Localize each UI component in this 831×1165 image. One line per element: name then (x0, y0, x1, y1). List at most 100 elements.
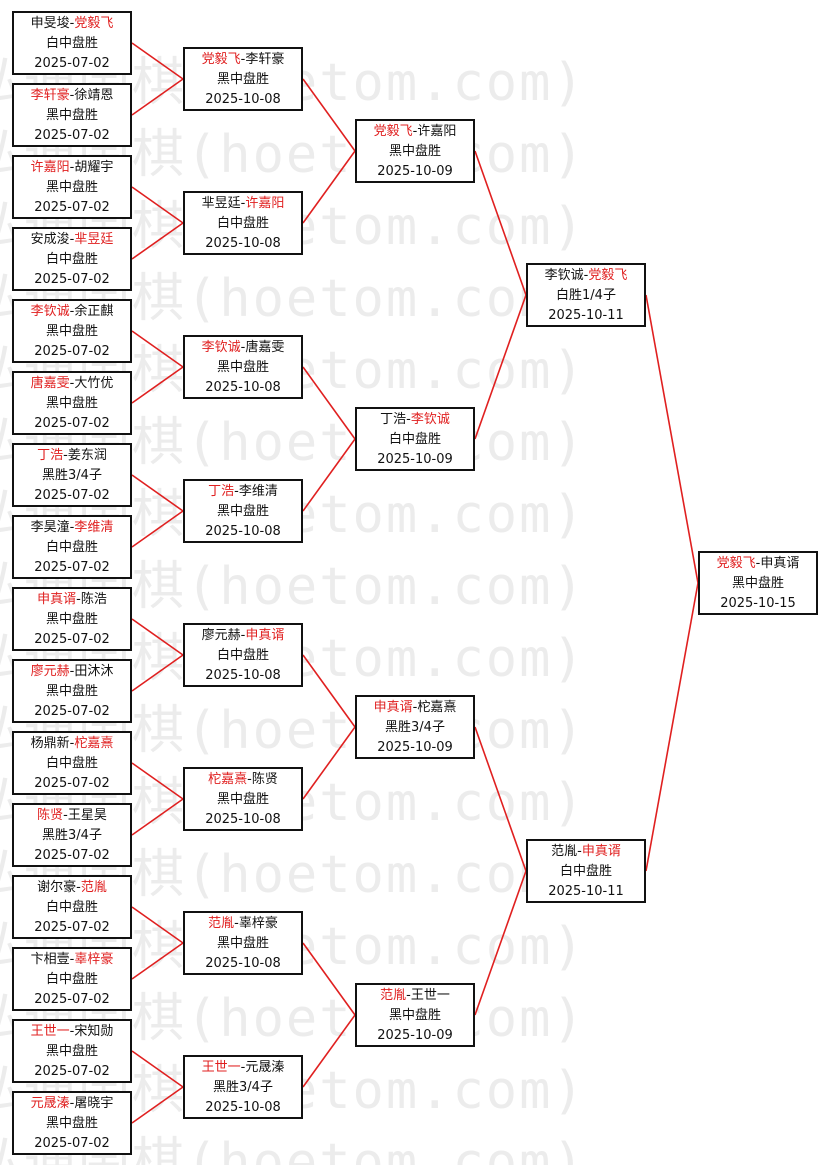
player-white: 李钦诚 (410, 412, 450, 427)
bracket-connector (131, 510, 184, 548)
match-date: 2025-07-02 (34, 128, 110, 143)
vs-dash: - (583, 268, 589, 283)
player-black: 丁浩 (208, 484, 235, 499)
match-players: 李钦诚-唐嘉雯 (185, 338, 301, 358)
match-result: 白中盘胜 (559, 864, 612, 879)
bracket-connector (474, 150, 527, 296)
match-result: 黑中盘胜 (45, 324, 98, 339)
match-result: 白中盘胜 (45, 36, 98, 51)
match-date: 2025-10-09 (377, 740, 453, 755)
bracket-connector (131, 618, 184, 656)
bracket-connector (131, 366, 184, 404)
bracket-connector (302, 654, 356, 728)
vs-dash: - (755, 556, 761, 571)
player-black: 王世一 (30, 1024, 70, 1039)
vs-dash: - (69, 88, 75, 103)
bracket-connector (302, 78, 356, 152)
match-result: 白中盘胜 (216, 648, 269, 663)
vs-dash: - (240, 196, 246, 211)
match-players: 李钦诚-余正麒 (14, 302, 130, 322)
vs-dash: - (412, 700, 418, 715)
player-black: 卞相壹 (30, 952, 70, 967)
match-date: 2025-07-02 (34, 272, 110, 287)
match-players: 党毅飞-申真谞 (700, 554, 816, 574)
match-result: 黑中盘胜 (45, 108, 98, 123)
player-white: 柁嘉熹 (417, 700, 457, 715)
player-white: 党毅飞 (74, 16, 114, 31)
match-result: 白中盘胜 (45, 972, 98, 987)
match-players: 丁浩-李维清 (185, 482, 301, 502)
match-result: 黑中盘胜 (388, 1008, 441, 1023)
match-date: 2025-10-09 (377, 164, 453, 179)
vs-dash: - (69, 1096, 75, 1111)
match-result: 黑胜3/4子 (213, 1080, 273, 1095)
player-white: 申真谞 (245, 628, 285, 643)
match-result: 白中盘胜 (45, 252, 98, 267)
player-black: 柁嘉熹 (208, 772, 248, 787)
match-result: 白中盘胜 (388, 432, 441, 447)
match-result: 黑中盘胜 (216, 504, 269, 519)
vs-dash: - (69, 232, 75, 247)
match-date: 2025-07-02 (34, 488, 110, 503)
match-players: 李钦诚-党毅飞 (528, 266, 644, 286)
player-white: 徐靖恩 (74, 88, 114, 103)
match-players: 申真谞-柁嘉熹 (357, 698, 473, 718)
match-players: 党毅飞-许嘉阳 (357, 122, 473, 142)
bracket-connector (131, 474, 184, 512)
player-black: 申真谞 (373, 700, 413, 715)
vs-dash: - (247, 772, 252, 787)
match-date: 2025-10-09 (377, 1028, 453, 1043)
bracket-connector (131, 186, 184, 224)
match-result: 黑胜3/4子 (385, 720, 445, 735)
match-players: 范胤-辜梓豪 (185, 914, 301, 934)
match-box: 李轩豪-徐靖恩黑中盘胜 2025-07-02 (12, 83, 132, 147)
match-result: 黑中盘胜 (216, 792, 269, 807)
player-white: 王世一 (410, 988, 450, 1003)
player-black: 安成浚 (30, 232, 70, 247)
vs-dash: - (234, 484, 239, 499)
player-white: 陈浩 (80, 592, 107, 607)
match-date: 2025-10-08 (205, 812, 281, 827)
vs-dash: - (240, 340, 246, 355)
match-players: 李轩豪-徐靖恩 (14, 86, 130, 106)
match-players: 芈昱廷-许嘉阳 (185, 194, 301, 214)
player-white: 姜东润 (67, 448, 107, 463)
bracket-connector (131, 330, 184, 368)
match-date: 2025-10-11 (548, 308, 624, 323)
match-result: 白中盘胜 (45, 900, 98, 915)
match-date: 2025-10-08 (205, 380, 281, 395)
vs-dash: - (69, 520, 75, 535)
vs-dash: - (69, 16, 75, 31)
match-date: 2025-07-02 (34, 704, 110, 719)
vs-dash: - (577, 844, 582, 859)
match-players: 王世一-宋知勋 (14, 1022, 130, 1042)
match-players: 李昊潼-李维清 (14, 518, 130, 538)
match-date: 2025-07-02 (34, 560, 110, 575)
match-result: 白胜1/4子 (556, 288, 616, 303)
match-players: 谢尔豪-范胤 (14, 878, 130, 898)
vs-dash: - (63, 808, 68, 823)
bracket-connector (131, 654, 184, 692)
match-players: 廖元赫-申真谞 (185, 626, 301, 646)
vs-dash: - (69, 376, 75, 391)
vs-dash: - (63, 448, 68, 463)
player-black: 杨鼎新 (30, 736, 70, 751)
bracket-connector (302, 1014, 356, 1088)
bracket-connector (131, 1086, 184, 1124)
player-black: 丁浩 (380, 412, 407, 427)
match-date: 2025-10-08 (205, 524, 281, 539)
vs-dash: - (69, 1024, 75, 1039)
player-white: 大竹优 (74, 376, 114, 391)
player-black: 申旻埈 (30, 16, 70, 31)
